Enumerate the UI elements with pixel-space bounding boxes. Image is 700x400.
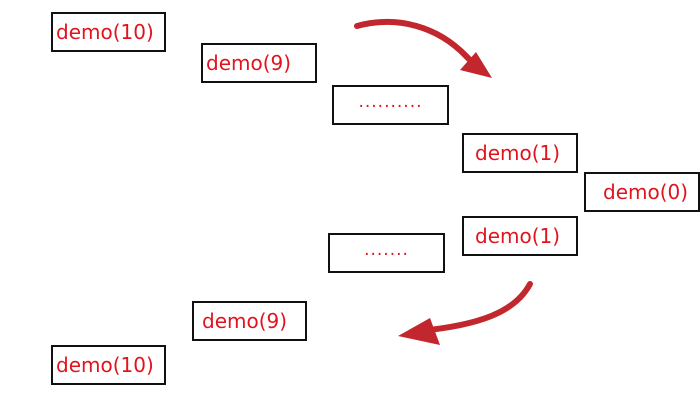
return-box-ellipsis: ....... xyxy=(328,233,445,273)
return-arrow-icon xyxy=(398,281,533,345)
call-label: demo(0) xyxy=(603,180,689,204)
return-label: demo(1) xyxy=(475,224,561,248)
return-box-demo-10: demo(10) xyxy=(51,345,166,385)
call-label: demo(9) xyxy=(206,51,292,75)
call-box-demo-9: demo(9) xyxy=(201,43,317,83)
return-label: demo(10) xyxy=(56,353,154,377)
return-box-demo-1: demo(1) xyxy=(462,216,578,256)
call-box-demo-1: demo(1) xyxy=(462,133,578,173)
descent-arrow-icon xyxy=(354,18,492,78)
call-label: demo(10) xyxy=(56,20,154,44)
return-label: demo(9) xyxy=(202,309,288,333)
call-box-demo-10: demo(10) xyxy=(51,12,166,52)
ellipsis-label: .......... xyxy=(358,91,423,112)
call-box-ellipsis: .......... xyxy=(332,85,449,125)
return-box-demo-9: demo(9) xyxy=(192,301,307,341)
base-case-box-demo-0: demo(0) xyxy=(584,172,700,212)
ellipsis-label: ....... xyxy=(364,239,409,260)
call-label: demo(1) xyxy=(475,141,561,165)
